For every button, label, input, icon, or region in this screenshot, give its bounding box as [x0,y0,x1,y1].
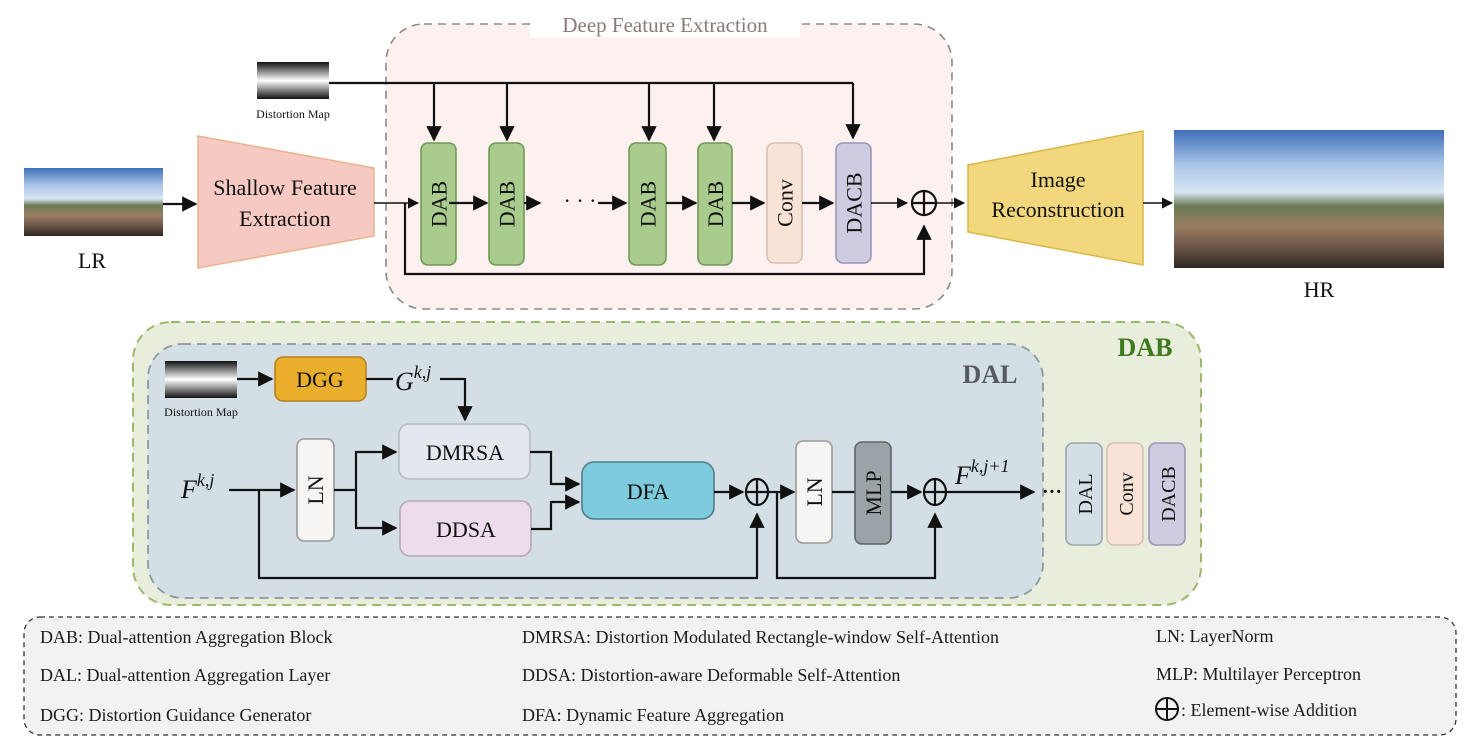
dacb-block-6-label: DACB [842,172,867,233]
tail-dal-block [1065,442,1103,546]
element-wise-addition-icon-top [910,189,938,217]
legend-item: DAL: Dual-attention Aggregation Layer [40,665,330,685]
dal-title: DAL [963,360,1018,389]
legend-item: LN: LayerNorm [1156,626,1273,646]
recon-label-line2: Reconstruction [991,197,1124,222]
g-to-dmrsa-arrow [440,377,473,422]
dab-block-4-label: DAB [703,181,728,227]
legend-item: DDSA: Distortion-aware Deformable Self-A… [522,665,900,685]
element-wise-addition-icon-2 [922,477,948,507]
title-background [530,10,800,38]
element-wise-addition-icon-1 [744,477,770,507]
element-wise-addition-icon-legend [1155,697,1179,721]
dab-title: DAB [1118,333,1173,362]
hr-label: HR [1304,277,1335,302]
legend-addition: : Element-wise Addition [1181,700,1357,720]
lr-image [24,168,163,236]
skip-connection-2 [775,492,943,580]
tail-conv-block [1106,442,1144,546]
tail-dal-block-label: DAL [1075,473,1097,514]
shallow-feature-extraction-block [197,135,375,269]
hr-image [1174,130,1444,268]
f-out-symbol: Fk,j+1 [954,456,1010,490]
dmrsa-label: DMRSA [426,440,504,465]
dfa-block [581,461,715,520]
dfa-label: DFA [627,479,669,504]
dgg-label: DGG [296,367,344,392]
ln2-label: LN [802,477,827,506]
lr-label: LR [78,248,106,273]
legend-item: DAB: Dual-attention Aggregation Block [40,627,332,647]
tail-dacb-block-label: DACB [1158,466,1180,522]
recon-label-line1: Image [1031,167,1086,192]
legend-item: DGG: Distortion Guidance Generator [40,705,311,725]
ln1-label: LN [303,475,328,504]
dab-block-1-label: DAB [427,181,452,227]
dmrsa-to-dfa [530,450,581,492]
ellipsis-dab: ··· [1042,481,1062,503]
ln-to-dmrsa [334,444,398,492]
legend-item: MLP: Multilayer Perceptron [1156,664,1361,684]
ln-to-ddsa [354,490,398,536]
image-reconstruction-block [967,130,1144,266]
legend-item: DMRSA: Distortion Modulated Rectangle-wi… [522,627,999,647]
legend-item: DFA: Dynamic Feature Aggregation [522,705,784,725]
long-skip-connection [403,203,932,276]
distortion-map-image-top [257,62,329,99]
skip-connection-1 [257,490,765,580]
g-symbol: Gk,j [395,362,431,396]
tail-dacb-block [1148,442,1186,546]
dab-block-2-label: DAB [495,181,520,227]
legend-box [23,616,1457,736]
tail-conv-block-label: Conv [1116,472,1138,515]
distortion-map-label-dab: Distortion Map [164,405,238,419]
distortion-map-image-dab [165,361,237,398]
mlp-label: MLP [861,470,886,515]
ddsa-to-dfa [531,494,581,531]
conv-block-5-label: Conv [773,179,798,227]
shallow-label-line1: Shallow Feature [213,175,357,200]
deep-feature-extraction-title: Deep Feature Extraction [562,13,768,37]
ddsa-label: DDSA [436,517,496,542]
ellipsis-top: · · · [564,188,597,213]
dab-block-3-label: DAB [636,181,661,227]
shallow-label-line2: Extraction [239,206,331,231]
distortion-map-label-top: Distortion Map [256,107,330,121]
f-in-symbol: Fk,j [180,470,214,504]
